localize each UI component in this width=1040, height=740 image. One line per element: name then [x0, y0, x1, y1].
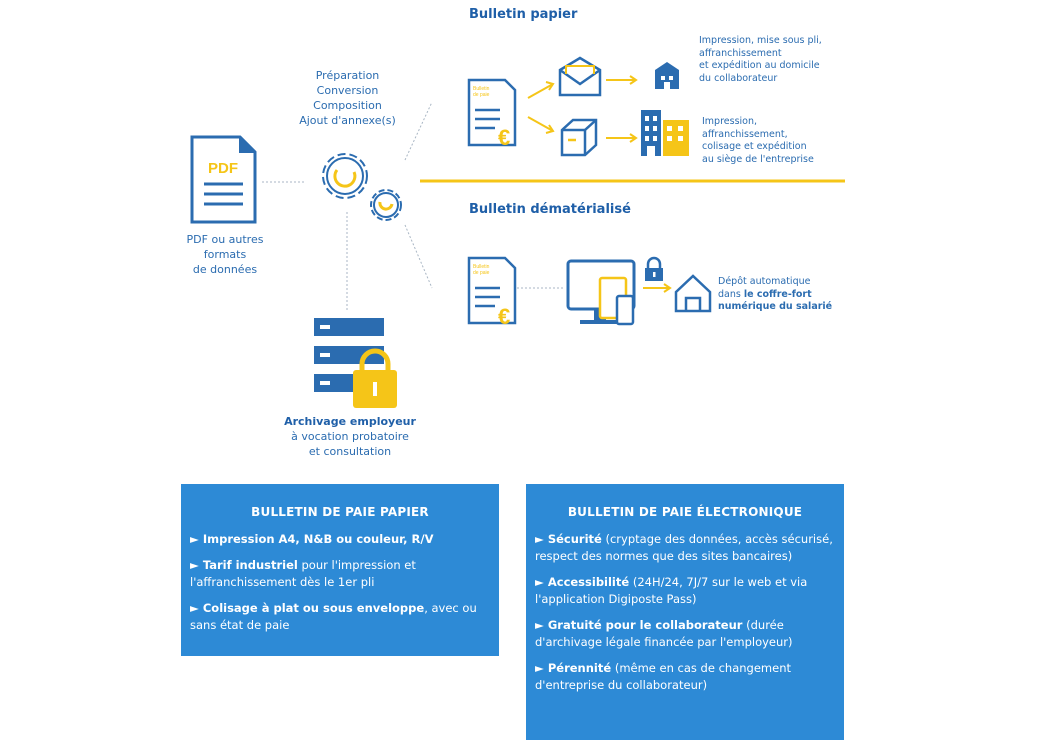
office-building-icon	[641, 110, 689, 156]
archive-caption: Archivage employeur à vocation probatoir…	[284, 415, 416, 458]
paper-box-item: ► Colisage à plat ou sous enveloppe, ave…	[190, 601, 477, 632]
digital-payslip-box: BULLETIN DE PAIE ÉLECTRONIQUE ► Sécurité…	[526, 484, 844, 740]
svg-text:€: €	[498, 304, 510, 329]
payslip-paper-icon: €	[467, 78, 517, 150]
envelope-icon	[558, 56, 602, 97]
house-icon	[655, 62, 679, 89]
process-steps: Préparation Conversion Composition Ajout…	[299, 69, 396, 127]
safe-house-icon	[674, 274, 712, 313]
parcel-box-icon	[560, 118, 598, 157]
office-delivery-text: Impression, affranchissement, colisage e…	[702, 116, 814, 165]
server-archive-icon	[314, 318, 397, 408]
digital-box-item: ► Accessibilité (24H/24, 7J/7 sur le web…	[535, 575, 808, 606]
safe-deposit-text: Dépôt automatique dans le coffre-fort nu…	[718, 276, 833, 312]
paper-box-item: ► Tarif industriel pour l'impression et …	[190, 558, 416, 589]
padlock-icon	[645, 256, 663, 281]
gears-icon	[322, 153, 402, 221]
pdf-label: PDF	[208, 160, 238, 177]
connector-lines	[262, 101, 565, 310]
digital-box-title: BULLETIN DE PAIE ÉLECTRONIQUE	[567, 505, 803, 519]
paper-box-item: ► Impression A4, N&B ou couleur, R/V	[190, 532, 434, 546]
payslip-digital-icon: €	[467, 256, 517, 329]
svg-text:€: €	[498, 125, 510, 150]
paper-box-title: BULLETIN DE PAIE PAPIER	[251, 505, 429, 519]
paper-payslip-box: BULLETIN DE PAIE PAPIER ► Impression A4,…	[181, 484, 499, 656]
devices-icon	[566, 259, 636, 326]
pdf-document-icon	[190, 135, 257, 224]
arrow-icons	[527, 75, 672, 293]
section-digital-title: Bulletin dématérialisé	[469, 202, 631, 217]
section-paper-title: Bulletin papier	[469, 7, 578, 22]
digital-box-item: ► Pérennité (même en cas de changement d…	[535, 661, 791, 692]
digital-box-item: ► Sécurité (cryptage des données, accès …	[535, 532, 833, 563]
home-delivery-text: Impression, mise sous pli, affranchissem…	[699, 35, 822, 84]
pdf-caption: PDF ou autres formats de données	[186, 233, 264, 276]
digital-box-item: ► Gratuité pour le collaborateur (durée …	[535, 618, 793, 649]
